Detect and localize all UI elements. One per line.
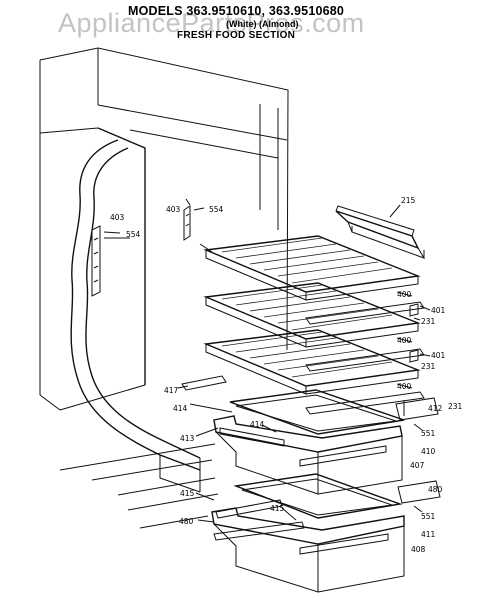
callout-400-b: 400 (397, 336, 412, 345)
callout-403-left: 403 (110, 213, 125, 222)
callout-554-top: 554 (209, 205, 224, 214)
section-title: FRESH FOOD SECTION (177, 30, 296, 41)
callout-231-a: 231 (421, 317, 436, 326)
callout-231-c: 231 (448, 402, 463, 411)
cabinet-outline (39, 47, 289, 411)
callout-400-c: 400 (397, 382, 412, 391)
floor-lines (59, 443, 219, 529)
callout-411: 411 (421, 530, 436, 539)
callout-480-left: 480 (179, 517, 194, 526)
callout-415-mid: 415 (270, 504, 285, 513)
shelf-3 (203, 329, 425, 415)
door-bin (335, 204, 426, 259)
callout-407: 407 (410, 461, 425, 470)
callout-215: 215 (401, 196, 416, 205)
callout-412: 412 (428, 404, 443, 413)
callout-401-b: 401 (431, 351, 446, 360)
shelf-1 (199, 235, 425, 325)
callout-551-a: 551 (421, 429, 436, 438)
callout-414-mid: 414 (250, 420, 265, 429)
callout-554-left: 554 (126, 230, 141, 239)
callout-413: 413 (180, 434, 195, 443)
watermark: AppliancePartsPros.com (58, 8, 365, 38)
shelf-support-right (183, 198, 205, 241)
callout-403-top: 403 (166, 205, 181, 214)
callout-415-left: 415 (180, 489, 195, 498)
crisper-pan-lower (211, 473, 405, 593)
shelf-support-left (91, 225, 130, 297)
callout-labels: 403 554 403 554 215 400 401 231 400 401 … (110, 196, 463, 554)
callout-400-a: 400 (397, 290, 412, 299)
crisper-pan-upper (213, 389, 405, 495)
pan-rails (181, 375, 441, 541)
callout-231-b: 231 (421, 362, 436, 371)
leader-lines (177, 291, 431, 523)
callout-408: 408 (411, 545, 426, 554)
callout-410: 410 (421, 447, 436, 456)
callout-401-a: 401 (431, 306, 446, 315)
color-variants: (White) (Almond) (226, 19, 299, 29)
callout-417: 417 (164, 386, 179, 395)
callout-480-right: 480 (428, 485, 443, 494)
callout-414-left: 414 (173, 404, 188, 413)
models-title: MODELS 363.9510610, 363.9510680 (128, 4, 345, 18)
door-gasket (70, 139, 201, 493)
callout-551-b: 551 (421, 512, 436, 521)
